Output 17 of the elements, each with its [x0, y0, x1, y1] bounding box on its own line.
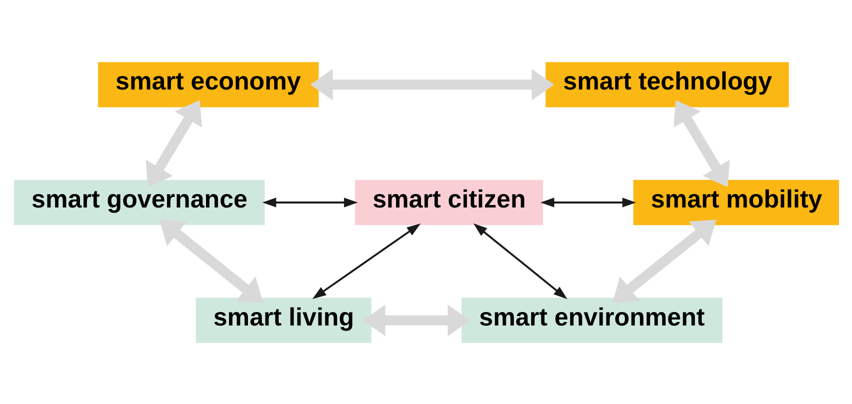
node-box: smart citizen: [354, 179, 543, 225]
arrow: [673, 100, 730, 187]
node-box: smart mobility: [632, 179, 838, 225]
arrow: [145, 100, 202, 187]
arrow: [262, 197, 358, 207]
arrow: [158, 219, 263, 302]
arrow: [612, 219, 716, 302]
arrow: [540, 197, 636, 207]
node-box: smart economy: [98, 62, 318, 107]
node-box: smart technology: [545, 62, 788, 107]
arrow: [472, 222, 567, 299]
node-box: smart governance: [14, 179, 264, 225]
arrow: [362, 304, 470, 336]
node-box: smart environment: [461, 297, 722, 342]
arrow: [312, 223, 420, 299]
arrow: [310, 68, 554, 100]
node-box: smart living: [195, 297, 371, 342]
